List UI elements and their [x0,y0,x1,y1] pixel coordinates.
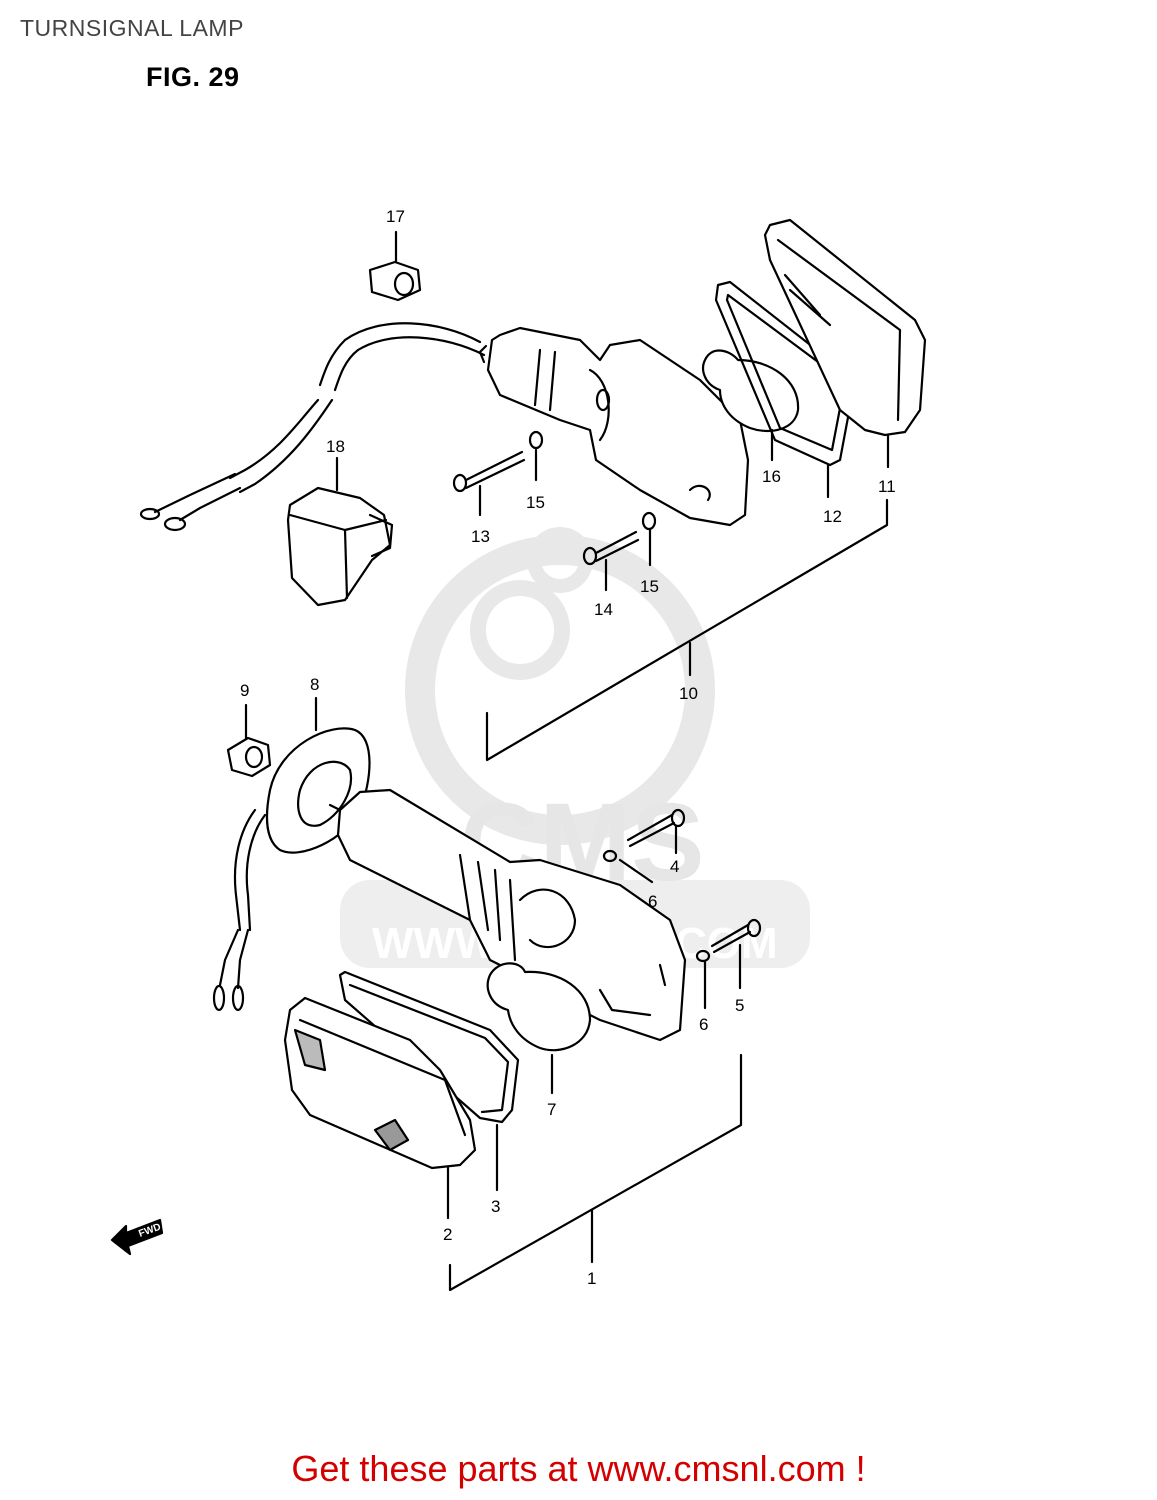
fwd-arrow-icon [110,1218,164,1256]
washer-6a [602,849,654,884]
callout-3: 3 [491,1197,500,1216]
lower-wire [212,808,267,1012]
callout-1: 1 [587,1269,596,1288]
washer-15b [641,511,657,567]
lens-2 [283,996,477,1220]
page-title: TURNSIGNAL LAMP [20,15,244,41]
screw-13 [452,450,526,517]
lower-turnsignal-body [328,788,687,1042]
nut-9 [226,703,272,778]
callout-15b: 15 [640,577,659,596]
callout-17: 17 [386,207,405,226]
bracket-1 [448,1053,743,1292]
callout-5: 5 [735,996,744,1015]
bracket-10 [485,498,889,762]
upper-wire [139,322,486,532]
relay-18 [286,456,394,607]
callout-14: 14 [594,600,613,619]
callout-10: 10 [679,684,698,703]
callout-18: 18 [326,437,345,456]
callout-6b: 6 [699,1015,708,1034]
parts-diagram: CMS WWW.CMSNL.COM [110,207,927,1292]
screw-4 [626,808,686,855]
callout-8: 8 [310,675,319,694]
callout-15a: 15 [526,493,545,512]
callout-9: 9 [240,681,249,700]
lens-11 [763,218,927,469]
callout-16: 16 [762,467,781,486]
washer-6b [695,949,711,1010]
callout-11: 11 [878,477,896,496]
nut-17 [368,230,422,302]
callout-4: 4 [670,857,679,876]
callout-6a: 6 [648,892,657,911]
screw-14 [582,530,640,592]
promo-link[interactable]: Get these parts at www.cmsnl.com ! [291,1448,866,1489]
bulb-7 [486,962,592,1095]
washer-15a [528,430,544,482]
callout-12: 12 [823,507,842,526]
callouts: 17 18 16 15 11 12 13 15 14 10 9 8 4 6 5 … [240,207,896,1288]
callout-2: 2 [443,1225,452,1244]
callout-7: 7 [547,1100,556,1119]
figure-label: FIG. 29 [146,62,240,92]
screw-5 [710,918,762,990]
callout-13: 13 [471,527,490,546]
upper-turnsignal-body [478,326,750,527]
